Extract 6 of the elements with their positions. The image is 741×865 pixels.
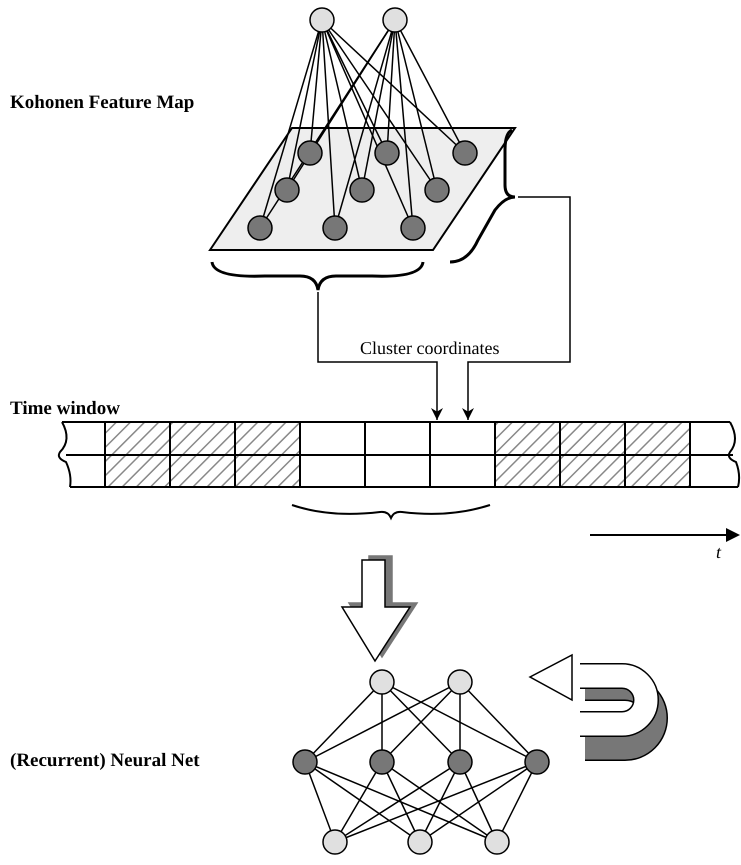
node-title: Kohonen Feature Map xyxy=(10,92,194,114)
arrow xyxy=(317,292,443,420)
node-title: (Recurrent) Neural Net xyxy=(10,750,200,772)
node-title: Time window xyxy=(10,398,120,420)
arrow xyxy=(462,196,571,420)
block-arrow xyxy=(340,559,412,662)
